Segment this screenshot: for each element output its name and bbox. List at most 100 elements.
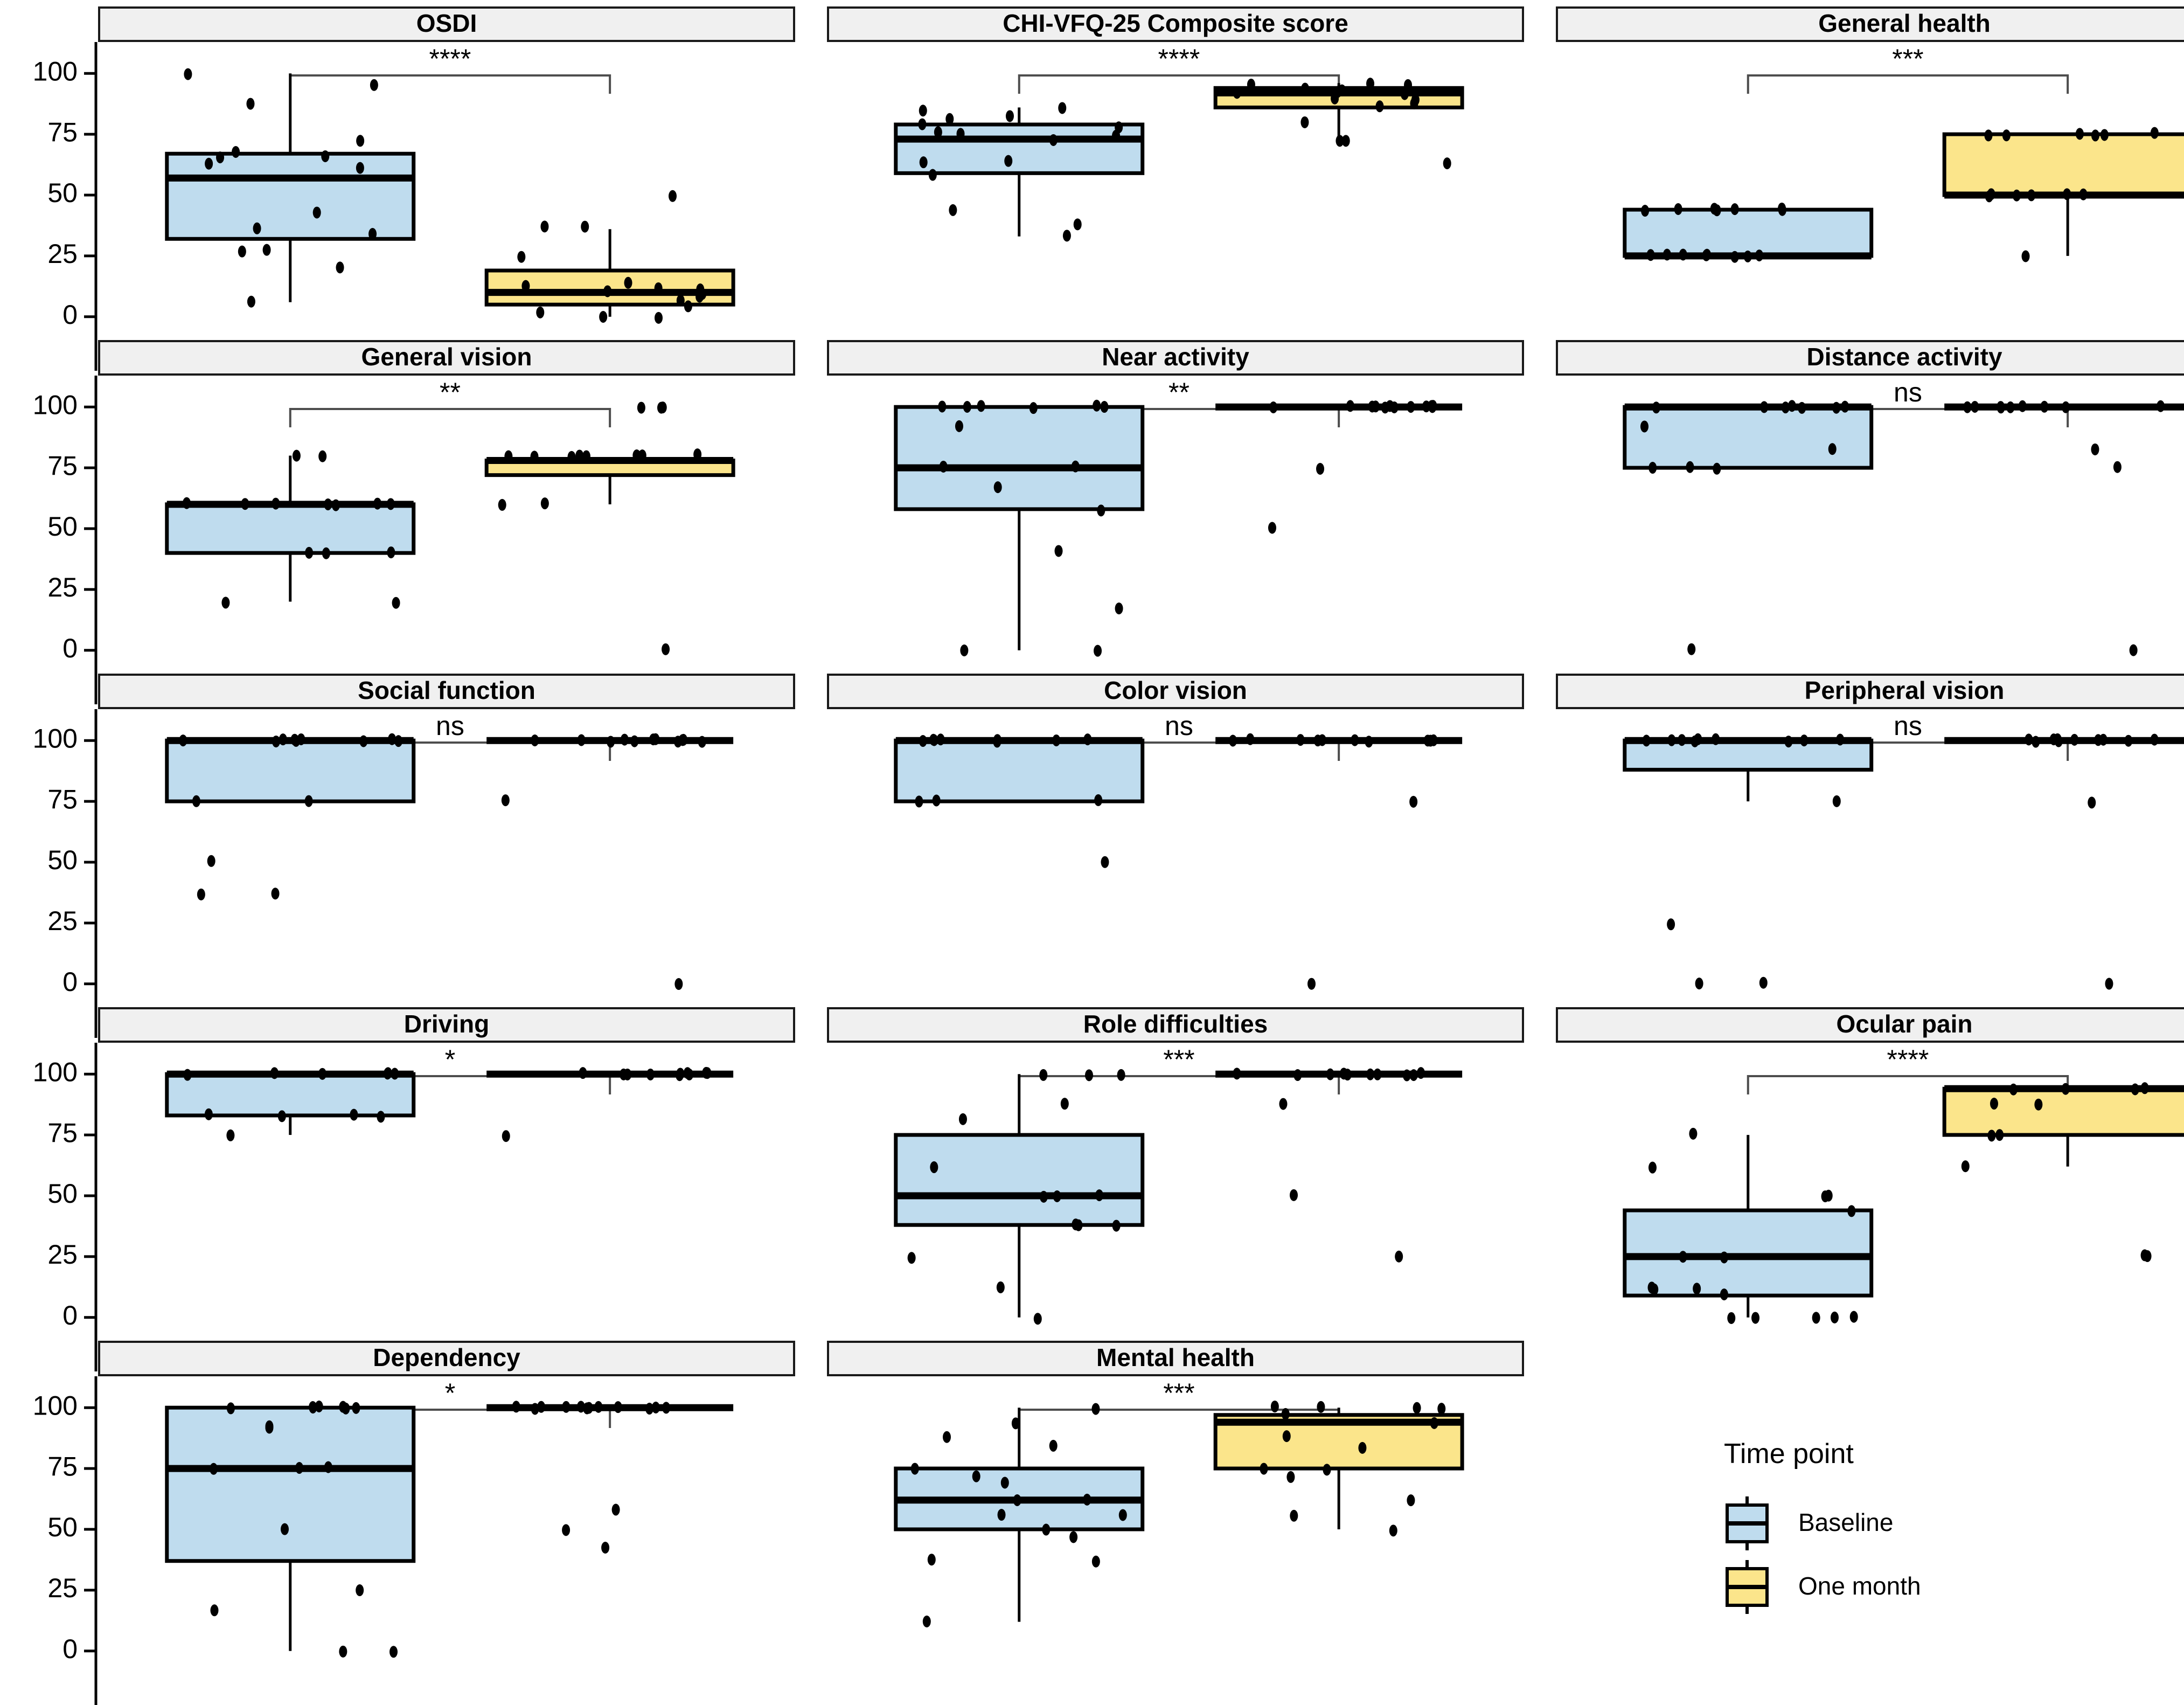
data-point [536, 306, 545, 318]
y-axis-tick-label: 50 [47, 178, 78, 208]
data-point [1407, 401, 1415, 413]
data-point [2079, 188, 2088, 200]
data-point [993, 736, 1001, 748]
data-point [575, 449, 584, 462]
data-point [620, 1068, 628, 1080]
data-point [1695, 978, 1703, 990]
boxplot-one-month [1213, 1401, 1464, 1537]
data-point [2040, 400, 2049, 413]
data-point [315, 1400, 323, 1412]
data-point [2113, 461, 2122, 473]
data-point [581, 220, 589, 233]
data-point [1836, 733, 1845, 746]
data-point [1647, 1281, 1656, 1294]
data-point [1293, 1069, 1302, 1082]
data-point [927, 1554, 936, 1566]
data-point [1687, 643, 1696, 655]
panel-strip-background [1556, 674, 2184, 709]
panel-strip-background [827, 674, 1524, 709]
data-point [1409, 795, 1418, 808]
data-point [1071, 460, 1080, 473]
data-point [1832, 795, 1841, 807]
data-point [339, 1645, 347, 1658]
data-point [577, 734, 586, 746]
data-point [205, 157, 213, 170]
y-axis-tick-label: 25 [47, 1239, 78, 1270]
data-point [1984, 129, 1993, 142]
legend-item-baseline[interactable]: Baseline [1726, 1496, 1893, 1550]
data-point [1054, 545, 1063, 557]
data-point [1290, 1509, 1298, 1522]
data-point [579, 1067, 587, 1079]
data-point [1663, 248, 1671, 261]
data-point [1233, 1068, 1241, 1080]
box-body [165, 738, 416, 803]
data-point [1117, 1069, 1125, 1081]
legend-item-label: One month [1798, 1572, 1921, 1600]
data-point [1300, 116, 1309, 128]
data-point [1963, 401, 1972, 413]
data-point [216, 151, 225, 164]
data-point [297, 733, 305, 745]
data-point [1720, 1288, 1728, 1301]
data-point [1381, 401, 1389, 414]
data-point [1005, 110, 1014, 122]
data-point [272, 735, 280, 747]
box-body [1942, 1086, 2184, 1137]
y-axis-tick-label: 0 [62, 1300, 78, 1330]
data-point [601, 1542, 610, 1554]
data-point [1039, 1190, 1048, 1203]
data-point [651, 1402, 660, 1413]
panel-strip-background [1556, 1007, 2184, 1043]
data-point [1426, 734, 1435, 747]
box-body [1623, 405, 1874, 470]
data-point [183, 497, 191, 509]
panel-title: General health [1818, 9, 1991, 37]
data-point [2124, 734, 2133, 747]
significance-bracket [1018, 1075, 1340, 1094]
panel-title: OSDI [416, 9, 477, 37]
data-point [562, 1401, 571, 1413]
data-point [2034, 1098, 2043, 1111]
data-point [1301, 82, 1310, 95]
data-point [1407, 1494, 1415, 1507]
box-body [1623, 738, 1874, 772]
data-point [939, 460, 948, 473]
data-point [241, 498, 249, 510]
data-point [356, 1584, 364, 1597]
data-point [1781, 401, 1790, 414]
box-body [894, 122, 1145, 175]
boxplot-one-month [1215, 733, 1463, 990]
significance-label: *** [1163, 1044, 1194, 1075]
data-point [1290, 1189, 1298, 1201]
data-point [1778, 202, 1786, 214]
data-point [620, 733, 629, 746]
data-point [645, 1403, 653, 1415]
data-point [204, 1108, 213, 1120]
data-point [350, 1108, 358, 1121]
boxplot-baseline [894, 1403, 1145, 1627]
data-point [356, 135, 365, 147]
y-axis-tick-label: 0 [62, 300, 78, 330]
y-axis-tick-label: 50 [47, 1512, 78, 1542]
y-axis-tick-label: 100 [33, 390, 78, 420]
data-point [2140, 1249, 2149, 1262]
panel-chi-vfq-25-composite-score: CHI-VFQ-25 Composite score**** [827, 6, 1524, 242]
boxplot-baseline [165, 68, 416, 308]
legend-item-one-month[interactable]: One month [1726, 1560, 1921, 1614]
data-point [210, 1604, 219, 1617]
data-point [1389, 1524, 1397, 1537]
boxplot-one-month [1215, 400, 1463, 534]
data-point [292, 449, 301, 462]
panel-title: Distance activity [1806, 343, 2002, 371]
data-point [1053, 1190, 1061, 1202]
y-axis-tick-label: 75 [47, 1118, 78, 1148]
data-point [1282, 1430, 1291, 1443]
boxplot-baseline [1623, 1127, 1874, 1324]
boxplot-baseline [894, 102, 1145, 242]
data-point [1112, 129, 1121, 142]
data-point [1279, 1098, 1288, 1110]
data-point [389, 1646, 398, 1658]
